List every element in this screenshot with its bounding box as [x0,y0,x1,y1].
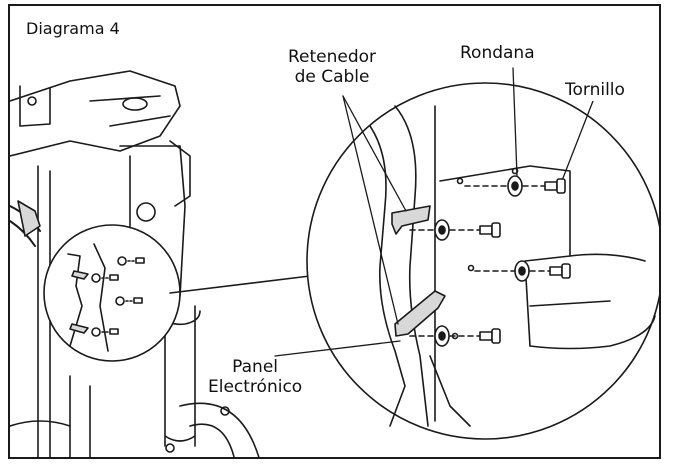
label-washer: Rondana [460,43,535,64]
label-electronic-panel: Panel Electrónico [208,357,303,398]
diagram-frame: Diagrama 4 Retenedor de Cable Rondana To… [8,4,661,459]
diagram-title: Diagrama 4 [26,19,120,39]
assembly-illustration [10,67,659,457]
label-screw: Tornillo [565,80,625,101]
connector-line [169,275,311,294]
small-detail-circle [43,224,181,362]
label-cable-retainer-line1: Retenedor [288,47,377,67]
label-electronic-panel-line2: Electrónico [208,376,303,397]
leader-lines [274,67,594,357]
label-electronic-panel-line1: Panel [232,357,279,377]
screw-icon [479,178,571,344]
cable-retainer-top [391,205,431,235]
large-detail-circle [306,82,659,440]
cable-retainer-bottom [394,290,446,337]
label-cable-retainer-line2: de Cable [294,66,370,87]
machine-body [10,70,260,457]
label-cable-retainer: Retenedor de Cable [288,47,377,88]
assembly-guide-lines [409,185,551,337]
washer-icon [434,175,530,347]
